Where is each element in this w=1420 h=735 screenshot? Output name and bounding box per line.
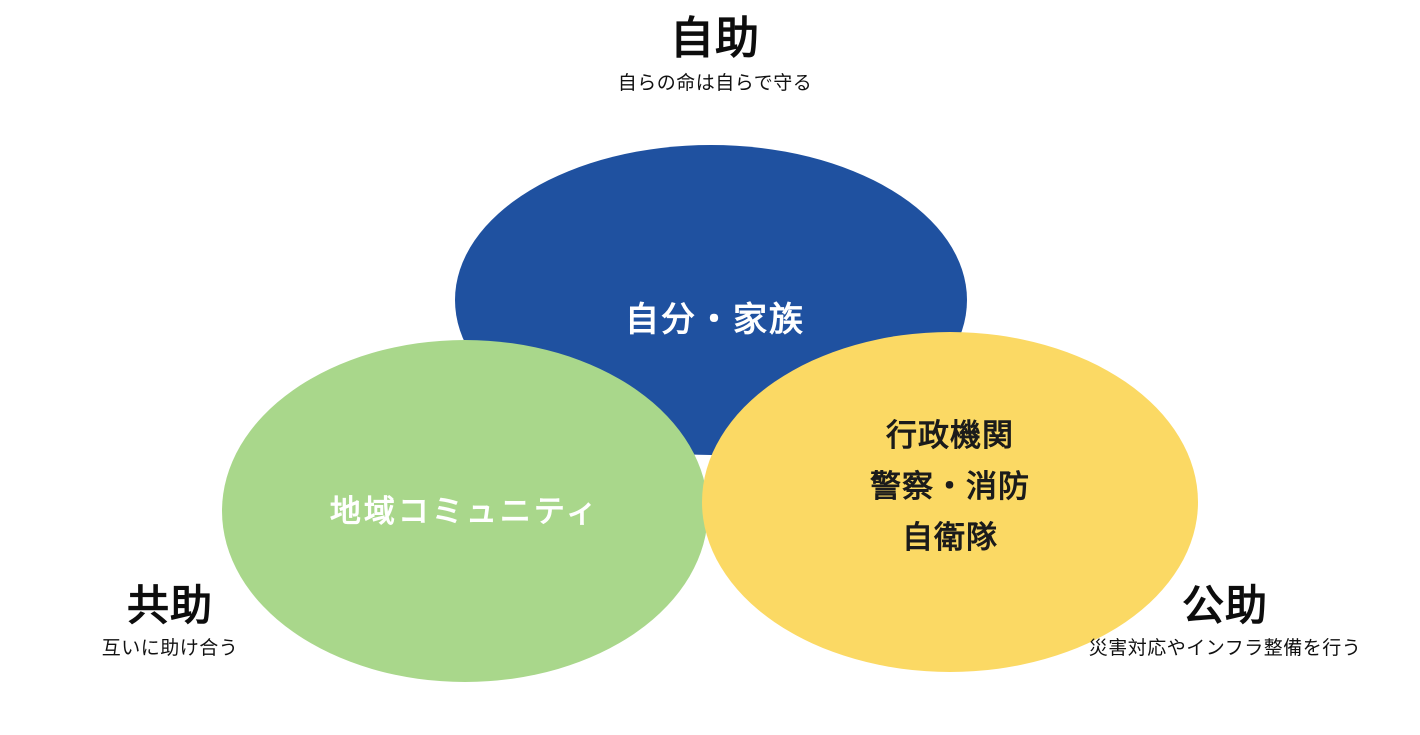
- callout-public-help-heading: 公助: [1181, 582, 1268, 629]
- callout-self-help: 自助 自らの命は自らで守る: [490, 14, 940, 97]
- callout-self-help-heading: 自助: [670, 14, 760, 63]
- ellipse-public-help[interactable]: [702, 332, 1198, 672]
- callout-mutual-help-subtitle: 互いに助け合う: [101, 638, 239, 660]
- callout-mutual-help-heading: 共助: [126, 582, 213, 629]
- callout-self-help-subtitle: 自らの命は自らで守る: [617, 72, 813, 94]
- callout-mutual-help: 共助 互いに助け合う: [40, 582, 300, 663]
- callout-public-help: 公助 災害対応やインフラ整備を行う: [1040, 582, 1410, 663]
- callout-public-help-subtitle: 災害対応やインフラ整備を行う: [1088, 638, 1362, 660]
- ellipse-mutual-help[interactable]: [222, 340, 708, 682]
